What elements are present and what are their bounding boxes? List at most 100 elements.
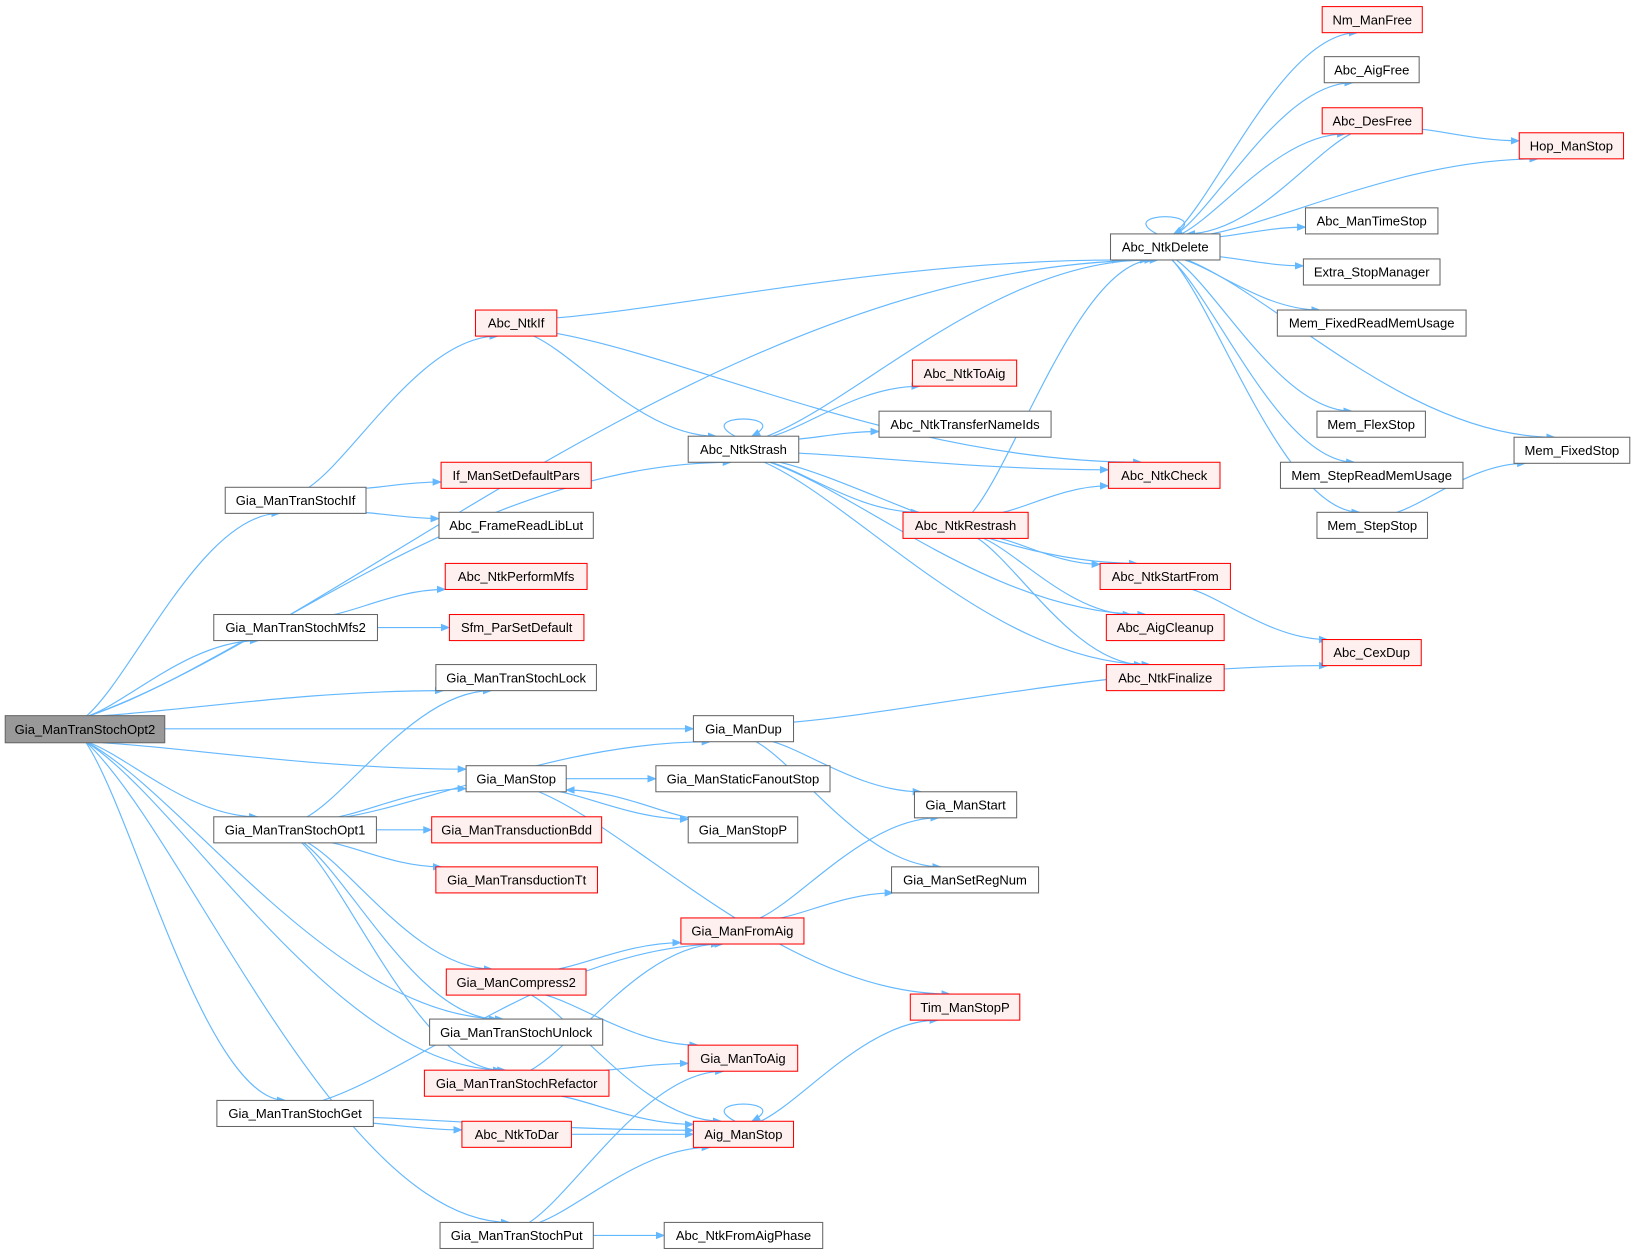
node-box[interactable]: [435, 866, 599, 894]
node-box[interactable]: [1323, 56, 1420, 84]
node-aigcleanup[interactable]: Abc_AigCleanup: [1105, 613, 1225, 642]
node-opt2[interactable]: Gia_ManTranStochOpt2: [4, 715, 166, 744]
node-perfmfs[interactable]: Abc_NtkPerformMfs: [444, 562, 588, 591]
node-libllut[interactable]: Abc_FrameReadLibLut: [438, 511, 594, 539]
node-box[interactable]: [1099, 562, 1231, 591]
node-box[interactable]: [461, 1120, 572, 1148]
node-box[interactable]: [1276, 309, 1467, 337]
node-box[interactable]: [655, 765, 831, 793]
node-box[interactable]: [1105, 613, 1225, 642]
node-box[interactable]: [213, 613, 378, 642]
node-desfree[interactable]: Abc_DesFree: [1321, 107, 1423, 135]
node-box[interactable]: [891, 866, 1040, 894]
node-box[interactable]: [4, 715, 166, 744]
node-lock[interactable]: Gia_ManTranStochLock: [435, 664, 597, 692]
node-box[interactable]: [435, 664, 597, 692]
node-box[interactable]: [902, 511, 1029, 539]
node-box[interactable]: [1513, 436, 1631, 464]
node-box[interactable]: [429, 1018, 604, 1046]
node-box[interactable]: [1321, 639, 1422, 667]
node-stepstop[interactable]: Mem_StepStop: [1316, 511, 1429, 539]
node-box[interactable]: [692, 715, 795, 743]
node-box[interactable]: [1321, 6, 1423, 34]
node-box[interactable]: [692, 1120, 795, 1148]
node-aigstop[interactable]: Aig_ManStop: [692, 1120, 795, 1148]
node-fixedstop[interactable]: Mem_FixedStop: [1513, 436, 1631, 464]
node-box[interactable]: [1109, 233, 1221, 261]
node-transfer[interactable]: Abc_NtkTransferNameIds: [878, 410, 1052, 438]
node-fanoutstop[interactable]: Gia_ManStaticFanoutStop: [655, 765, 831, 793]
node-ntkdelete[interactable]: Abc_NtkDelete: [1109, 233, 1221, 261]
node-box[interactable]: [445, 968, 587, 996]
node-box[interactable]: [1105, 664, 1225, 692]
node-box[interactable]: [1107, 461, 1221, 489]
node-startfrom[interactable]: Abc_NtkStartFrom: [1099, 562, 1231, 591]
node-box[interactable]: [474, 309, 558, 337]
node-box[interactable]: [1304, 207, 1439, 235]
node-box[interactable]: [913, 791, 1018, 819]
node-box[interactable]: [909, 993, 1021, 1021]
node-cexdup[interactable]: Abc_CexDup: [1321, 639, 1422, 667]
node-ttt[interactable]: Gia_ManTransductionTt: [435, 866, 599, 894]
node-aigfree[interactable]: Abc_AigFree: [1323, 56, 1420, 84]
node-box[interactable]: [1279, 461, 1464, 489]
node-box[interactable]: [1316, 410, 1426, 438]
node-get[interactable]: Gia_ManTranStochGet: [216, 1099, 374, 1128]
node-fromaig[interactable]: Gia_ManFromAig: [680, 917, 805, 945]
node-box[interactable]: [663, 1221, 824, 1250]
node-giastopp[interactable]: Gia_ManStopP: [687, 816, 799, 844]
node-box[interactable]: [680, 917, 805, 945]
node-box[interactable]: [878, 410, 1052, 438]
node-box[interactable]: [440, 461, 592, 489]
node-restrash[interactable]: Abc_NtkRestrash: [902, 511, 1029, 539]
node-box[interactable]: [448, 613, 585, 642]
node-box[interactable]: [1518, 132, 1625, 160]
node-box[interactable]: [431, 816, 603, 844]
node-toaig[interactable]: Gia_ManToAig: [687, 1044, 799, 1072]
node-box[interactable]: [439, 1221, 594, 1250]
node-giastop[interactable]: Gia_ManStop: [465, 765, 567, 793]
node-box[interactable]: [444, 562, 588, 591]
node-mfs2[interactable]: Gia_ManTranStochMfs2: [213, 613, 378, 642]
node-stepread[interactable]: Mem_StepReadMemUsage: [1279, 461, 1464, 489]
node-box[interactable]: [687, 816, 799, 844]
node-box[interactable]: [1321, 107, 1423, 135]
node-box[interactable]: [213, 816, 377, 844]
node-unlock[interactable]: Gia_ManTranStochUnlock: [429, 1018, 604, 1046]
node-box[interactable]: [216, 1099, 374, 1128]
node-box[interactable]: [687, 435, 800, 463]
node-fixedread[interactable]: Mem_FixedReadMemUsage: [1276, 309, 1467, 337]
node-strash[interactable]: Abc_NtkStrash: [687, 435, 800, 463]
node-extrastop[interactable]: Extra_StopManager: [1302, 258, 1441, 286]
node-tbdd[interactable]: Gia_ManTransductionBdd: [431, 816, 603, 844]
node-giadup[interactable]: Gia_ManDup: [692, 715, 795, 743]
node-finalize[interactable]: Abc_NtkFinalize: [1105, 664, 1225, 692]
node-ntktoaig[interactable]: Abc_NtkToAig: [911, 359, 1018, 387]
node-box[interactable]: [1316, 511, 1429, 539]
node-box[interactable]: [687, 1044, 799, 1072]
node-box[interactable]: [438, 511, 594, 539]
node-compress2[interactable]: Gia_ManCompress2: [445, 968, 587, 996]
node-box[interactable]: [1302, 258, 1441, 286]
node-box[interactable]: [423, 1069, 610, 1097]
node-ntktodar[interactable]: Abc_NtkToDar: [461, 1120, 572, 1148]
node-nmfree[interactable]: Nm_ManFree: [1321, 6, 1423, 34]
node-refactor[interactable]: Gia_ManTranStochRefactor: [423, 1069, 610, 1097]
node-giastart[interactable]: Gia_ManStart: [913, 791, 1018, 819]
node-ifpars[interactable]: If_ManSetDefaultPars: [440, 461, 592, 489]
node-timestop[interactable]: Abc_ManTimeStop: [1304, 207, 1439, 235]
node-box[interactable]: [465, 765, 567, 793]
node-regnum[interactable]: Gia_ManSetRegNum: [891, 866, 1040, 894]
node-sfmpar[interactable]: Sfm_ParSetDefault: [448, 613, 585, 642]
node-put[interactable]: Gia_ManTranStochPut: [439, 1221, 594, 1250]
node-box[interactable]: [911, 359, 1018, 387]
node-fromaigphase[interactable]: Abc_NtkFromAigPhase: [663, 1221, 824, 1250]
node-flexstop[interactable]: Mem_FlexStop: [1316, 410, 1426, 438]
node-timstopp[interactable]: Tim_ManStopP: [909, 993, 1021, 1021]
node-stochif[interactable]: Gia_ManTranStochIf: [224, 486, 367, 514]
node-box[interactable]: [224, 486, 367, 514]
node-ntkcheck[interactable]: Abc_NtkCheck: [1107, 461, 1221, 489]
node-ntkif[interactable]: Abc_NtkIf: [474, 309, 558, 337]
node-opt1[interactable]: Gia_ManTranStochOpt1: [213, 816, 377, 844]
node-hopstop[interactable]: Hop_ManStop: [1518, 132, 1625, 160]
